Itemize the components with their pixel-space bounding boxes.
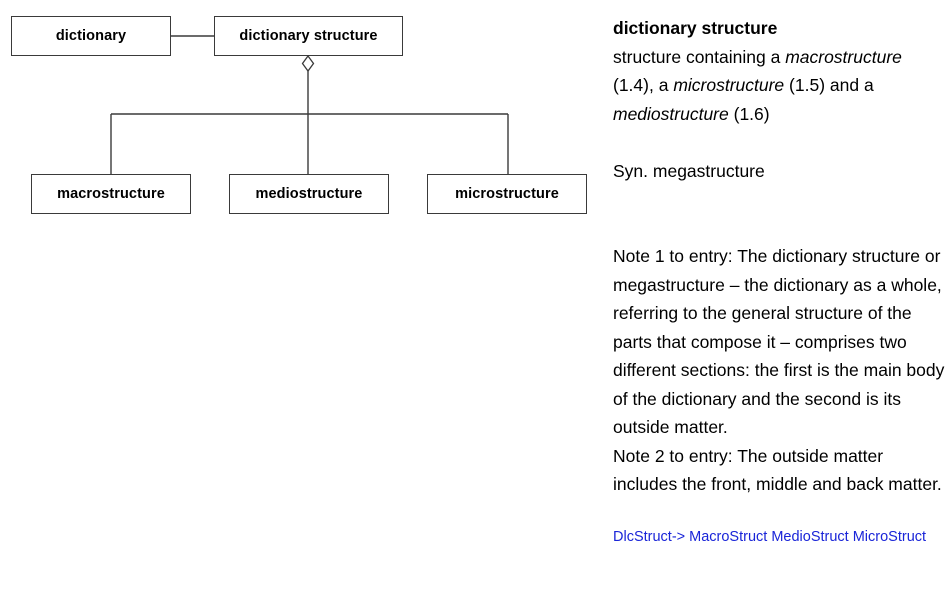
- node-macrostructure[interactable]: macrostructure: [31, 174, 191, 214]
- entry-note-2: Note 2 to entry: The outside matter incl…: [613, 445, 942, 495]
- node-microstructure[interactable]: microstructure: [427, 174, 587, 214]
- entry-synonym: Syn. megastructure: [613, 160, 765, 181]
- node-dictionary-structure-label: dictionary structure: [239, 28, 378, 44]
- node-mediostructure-label: mediostructure: [255, 186, 363, 202]
- terminology-entry-panel: dictionary structure structure containin…: [613, 14, 946, 548]
- dictionary-structure-diagram: dictionary structure --> dictionary dict…: [11, 16, 587, 214]
- node-microstructure-label: microstructure: [455, 186, 559, 202]
- definition-ref-macrostructure[interactable]: macrostructure: [785, 46, 902, 67]
- definition-ref-mediostructure[interactable]: mediostructure: [613, 103, 729, 124]
- definition-mid-2: (1.5) and a: [784, 75, 874, 95]
- entry-term: dictionary structure: [613, 18, 778, 38]
- node-dictionary-structure[interactable]: dictionary structure: [214, 16, 403, 56]
- diagram-connectors: dictionary structure -->: [110, 35, 509, 175]
- entry-code-expression[interactable]: DlcStruct-> MacroStruct MedioStruct Micr…: [613, 529, 927, 545]
- notes-code-spacer: [613, 499, 946, 528]
- entry-definition: structure containing a macrostructure (1…: [613, 43, 946, 129]
- definition-ref-microstructure[interactable]: microstructure: [673, 75, 785, 95]
- definition-mid-1: (1.4), a: [613, 75, 674, 95]
- node-macrostructure-label: macrostructure: [57, 186, 165, 202]
- synonym-notes-spacer: [613, 185, 946, 214]
- definition-tail: (1.6): [728, 103, 770, 124]
- aggregation-diamond-icon: [301, 54, 315, 73]
- node-dictionary-label: dictionary: [55, 28, 127, 44]
- node-dictionary[interactable]: dictionary: [11, 16, 171, 56]
- definition-synonym-spacer: [613, 128, 946, 157]
- node-mediostructure[interactable]: mediostructure: [229, 174, 389, 214]
- entry-note-1: Note 1 to entry: The dictionary structur…: [613, 246, 945, 437]
- definition-lead: structure containing a: [613, 46, 786, 67]
- synonym-notes-spacer-2: [613, 214, 946, 243]
